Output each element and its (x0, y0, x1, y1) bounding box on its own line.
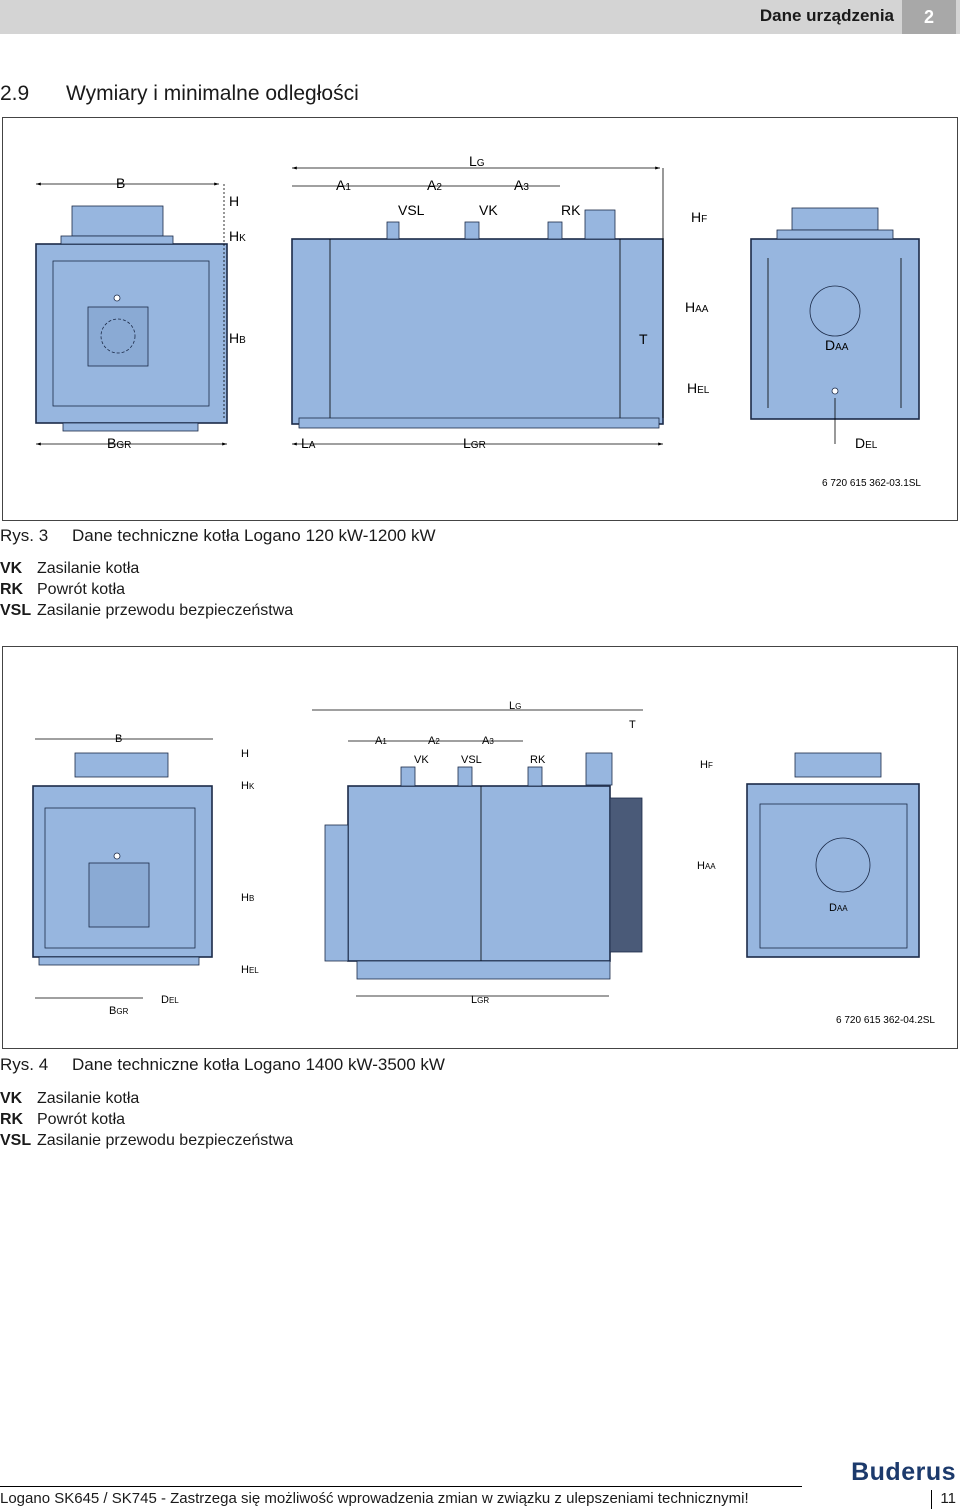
legend-text: Zasilanie przewodu bezpieczeństwa (37, 602, 294, 619)
dim-H: H (229, 193, 239, 209)
figure-2-code: 6 720 615 362-04.2SL (836, 1015, 935, 1026)
page-number: 11 (931, 1490, 956, 1509)
figure-2-caption: Rys. 4 Dane techniczne kotła Logano 1400 … (0, 1055, 445, 1075)
label-VK: VK (414, 754, 429, 766)
legend-text: Zasilanie przewodu bezpieczeństwa (37, 1132, 294, 1149)
dim-T: T (639, 331, 648, 347)
legend-text: Zasilanie kotła (37, 560, 140, 577)
section-number: 2.9 (0, 82, 30, 105)
dim-B: B (115, 733, 122, 745)
dim-HB: HB (241, 892, 254, 904)
caption-number: Rys. 3 (0, 526, 49, 545)
dim-A1: A1 (375, 735, 387, 747)
legend-abbr: RK (0, 581, 24, 598)
dim-H: H (241, 748, 249, 760)
dim-HEL: HEL (687, 380, 710, 396)
legend-abbr: VK (0, 1090, 23, 1107)
dim-HK: HK (229, 228, 246, 244)
dim-BGR: BGR (109, 1005, 129, 1017)
dim-HB: HB (229, 330, 246, 346)
header-title: Dane urządzenia (759, 6, 894, 25)
figure-1-caption: Rys. 3 Dane techniczne kotła Logano 120 k… (0, 526, 436, 546)
dim-HEL: HEL (241, 964, 259, 976)
legend-row: VSL Zasilanie przewodu bezpieczeństwa (0, 600, 293, 621)
legend-row: VK Zasilanie kotła (0, 558, 293, 579)
legend-row: RK Powrót kotła (0, 579, 293, 600)
section-heading: Wymiary i minimalne odległości (66, 82, 359, 105)
footer-divider (0, 1486, 802, 1487)
dim-DEL: DEL (855, 435, 878, 451)
dim-HAA: HAA (685, 299, 709, 315)
dim-T: T (629, 719, 636, 731)
dim-A2: A2 (427, 177, 442, 193)
buderus-logo: Buderus (851, 1458, 956, 1486)
footer-text: Logano SK645 / SK745 - Zastrzega się moż… (0, 1490, 749, 1507)
figure-1-svg: B H HK LG A1 A2 A3 VSL VK RK HF HAA HB T… (35, 153, 921, 489)
caption-number: Rys. 4 (0, 1055, 49, 1074)
figure-2-drawing: B H HK LG T A1 A2 A3 VK VSL RK HF HAA HB… (2, 646, 958, 1049)
label-RK: RK (561, 202, 581, 218)
dim-LGR: LGR (471, 994, 489, 1006)
dim-LGR: LGR (463, 435, 486, 451)
figure-1-drawing: B H HK LG A1 A2 A3 VSL VK RK HF HAA HB T… (2, 117, 958, 521)
caption-text: Dane techniczne kotła Logano 1400 kW-350… (72, 1055, 445, 1074)
dim-BGR: BGR (107, 435, 131, 451)
dim-DEL: DEL (161, 994, 179, 1006)
dim-LG: LG (509, 700, 521, 712)
label-RK: RK (530, 754, 546, 766)
dim-HK: HK (241, 780, 255, 792)
caption-text: Dane techniczne kotła Logano 120 kW-1200… (72, 526, 436, 545)
label-VSL: VSL (398, 202, 425, 218)
legend-abbr: VK (0, 560, 23, 577)
chapter-number: 2 (902, 0, 956, 34)
figure-2-legend: VK Zasilanie kotła RK Powrót kotła VSL Zasi… (0, 1088, 293, 1151)
legend-abbr: VSL (0, 602, 32, 619)
legend-abbr: VSL (0, 1132, 32, 1149)
dim-HF: HF (700, 759, 713, 771)
header-bar: Dane urządzenia 2 (0, 0, 960, 34)
dim-HAA: HAA (697, 860, 716, 872)
figure-1-code: 6 720 615 362-03.1SL (822, 478, 921, 489)
legend-row: VSL Zasilanie przewodu bezpieczeństwa (0, 1130, 293, 1151)
label-VK: VK (479, 202, 498, 218)
dim-A2: A2 (428, 735, 440, 747)
dim-A1: A1 (336, 177, 351, 193)
dim-LG: LG (469, 153, 485, 169)
legend-text: Zasilanie kotła (37, 1090, 140, 1107)
dim-LA: LA (301, 435, 316, 451)
dim-B: B (116, 175, 125, 191)
legend-row: RK Powrót kotła (0, 1109, 293, 1130)
figure-2-svg: B H HK LG T A1 A2 A3 VK VSL RK HF HAA HB… (32, 700, 935, 1026)
section-title: 2.9 Wymiary i minimalne odległości (0, 82, 359, 106)
legend-text: Powrót kotła (37, 1111, 126, 1128)
dim-DAA: DAA (829, 902, 848, 914)
dim-HF: HF (691, 209, 707, 225)
figure-1-legend: VK Zasilanie kotła RK Powrót kotła VSL Zasi… (0, 558, 293, 621)
dim-A3: A3 (482, 735, 494, 747)
label-VSL: VSL (461, 754, 482, 766)
legend-text: Powrót kotła (37, 581, 126, 598)
dim-A3: A3 (514, 177, 529, 193)
legend-abbr: RK (0, 1111, 24, 1128)
legend-row: VK Zasilanie kotła (0, 1088, 293, 1109)
